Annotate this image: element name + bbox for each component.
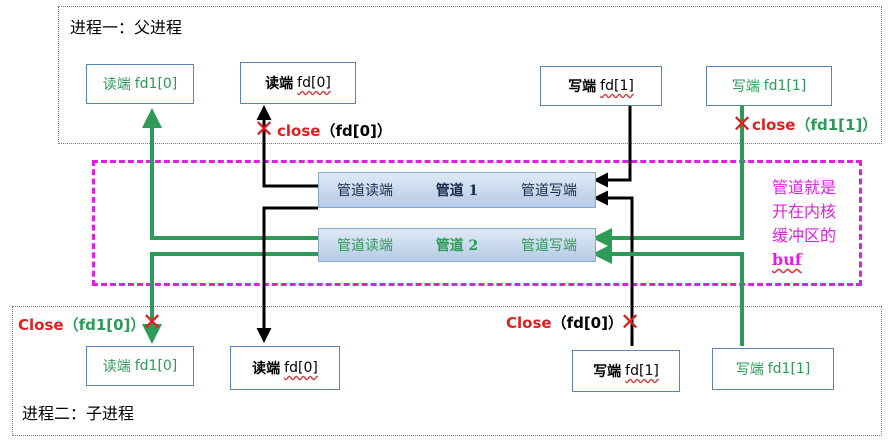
pipe2-read-end: 管道读端 — [337, 238, 393, 254]
node-name: 写端 — [568, 79, 597, 95]
child-write-fd-1: 写端 fd[1] — [572, 350, 680, 392]
close-arg: （fd[0]） — [551, 314, 623, 332]
close-x-icon: ✕ — [142, 308, 163, 336]
pipe-2: 管道读端 管道 2 管道写端 — [318, 228, 596, 262]
pipe-1: 管道读端 管道 1 管道写端 — [318, 172, 596, 208]
close-x-icon: ✕ — [732, 110, 753, 138]
arrow-parent-write-to-pipe2 — [592, 102, 744, 248]
node-fd: fd[0] — [297, 75, 331, 91]
node-name: 读端 — [102, 77, 131, 93]
pipe2-name: 管道 2 — [435, 238, 479, 254]
node-fd: fd1[1] — [767, 361, 811, 377]
parent-process-label: 进程一：父进程 — [70, 18, 183, 37]
arrow-parent-write-to-pipe1 — [593, 104, 632, 188]
close-child-read-label: Close（fd1[0]） — [18, 314, 145, 335]
close-word: close — [752, 116, 796, 134]
child-read-fd-0: 读端 fd[0] — [230, 346, 340, 390]
node-fd: fd1[0] — [134, 358, 178, 374]
close-arg: （fd[0]） — [320, 122, 392, 140]
pipe1-read-end: 管道读端 — [337, 183, 393, 199]
node-fd: fd[1] — [600, 78, 634, 94]
arrow-pipe2-to-child-read — [142, 252, 318, 344]
close-parent-write-label: close（fd1[1]） — [752, 114, 877, 135]
node-name: 写端 — [593, 364, 622, 380]
arrow-child-write-to-pipe1 — [593, 190, 634, 346]
close-word: close — [277, 122, 321, 140]
close-child-write-label: Close（fd[0]） — [506, 312, 623, 333]
arrow-child-write-to-pipe2 — [592, 244, 744, 346]
parent-read-fd1-0: 读端 fd1[0] — [86, 64, 194, 104]
node-name: 写端 — [731, 79, 760, 95]
parent-process-box — [58, 6, 882, 144]
parent-write-fd-1: 写端 fd[1] — [540, 66, 662, 106]
node-name: 读端 — [252, 361, 281, 377]
close-x-icon: ✕ — [620, 308, 641, 336]
kernel-note: 管道就是 开在内核 缓冲区的 buf — [772, 176, 836, 272]
node-name: 写端 — [735, 362, 764, 378]
arrow-pipe1-to-child-read — [256, 206, 318, 343]
pipe1-name: 管道 1 — [435, 183, 479, 199]
node-fd: fd[0] — [284, 360, 318, 376]
child-read-fd1-0: 读端 fd1[0] — [86, 346, 194, 386]
kernel-note-line1: 管道就是 — [772, 178, 837, 197]
kernel-note-line3: 缓冲区的 — [772, 226, 837, 245]
parent-read-fd-0: 读端 fd[0] — [240, 62, 356, 104]
close-arg: （fd1[1]） — [795, 116, 878, 134]
kernel-note-line2: 开在内核 — [772, 202, 837, 221]
kernel-buffer-region — [92, 160, 862, 286]
close-word: Close — [18, 316, 64, 334]
node-fd: fd1[1] — [763, 78, 807, 94]
close-x-icon: ✕ — [254, 115, 275, 143]
pipe2-write-end: 管道写端 — [521, 238, 577, 254]
arrow-pipe1-to-parent-read — [256, 105, 318, 188]
node-fd: fd[1] — [625, 363, 659, 379]
close-word: Close — [506, 314, 552, 332]
node-fd: fd1[0] — [134, 76, 178, 92]
child-write-fd1-1: 写端 fd1[1] — [712, 348, 834, 390]
parent-write-fd1-1: 写端 fd1[1] — [706, 66, 832, 106]
pipe1-write-end: 管道写端 — [521, 183, 577, 199]
close-arg: （fd1[0]） — [63, 316, 146, 334]
node-name: 读端 — [102, 359, 131, 375]
node-name: 读端 — [265, 76, 294, 92]
kernel-note-line4: buf — [772, 250, 802, 269]
child-process-label: 进程二：子进程 — [22, 404, 135, 423]
child-process-box — [12, 306, 882, 436]
close-parent-read-label: close（fd[0]） — [277, 120, 392, 141]
